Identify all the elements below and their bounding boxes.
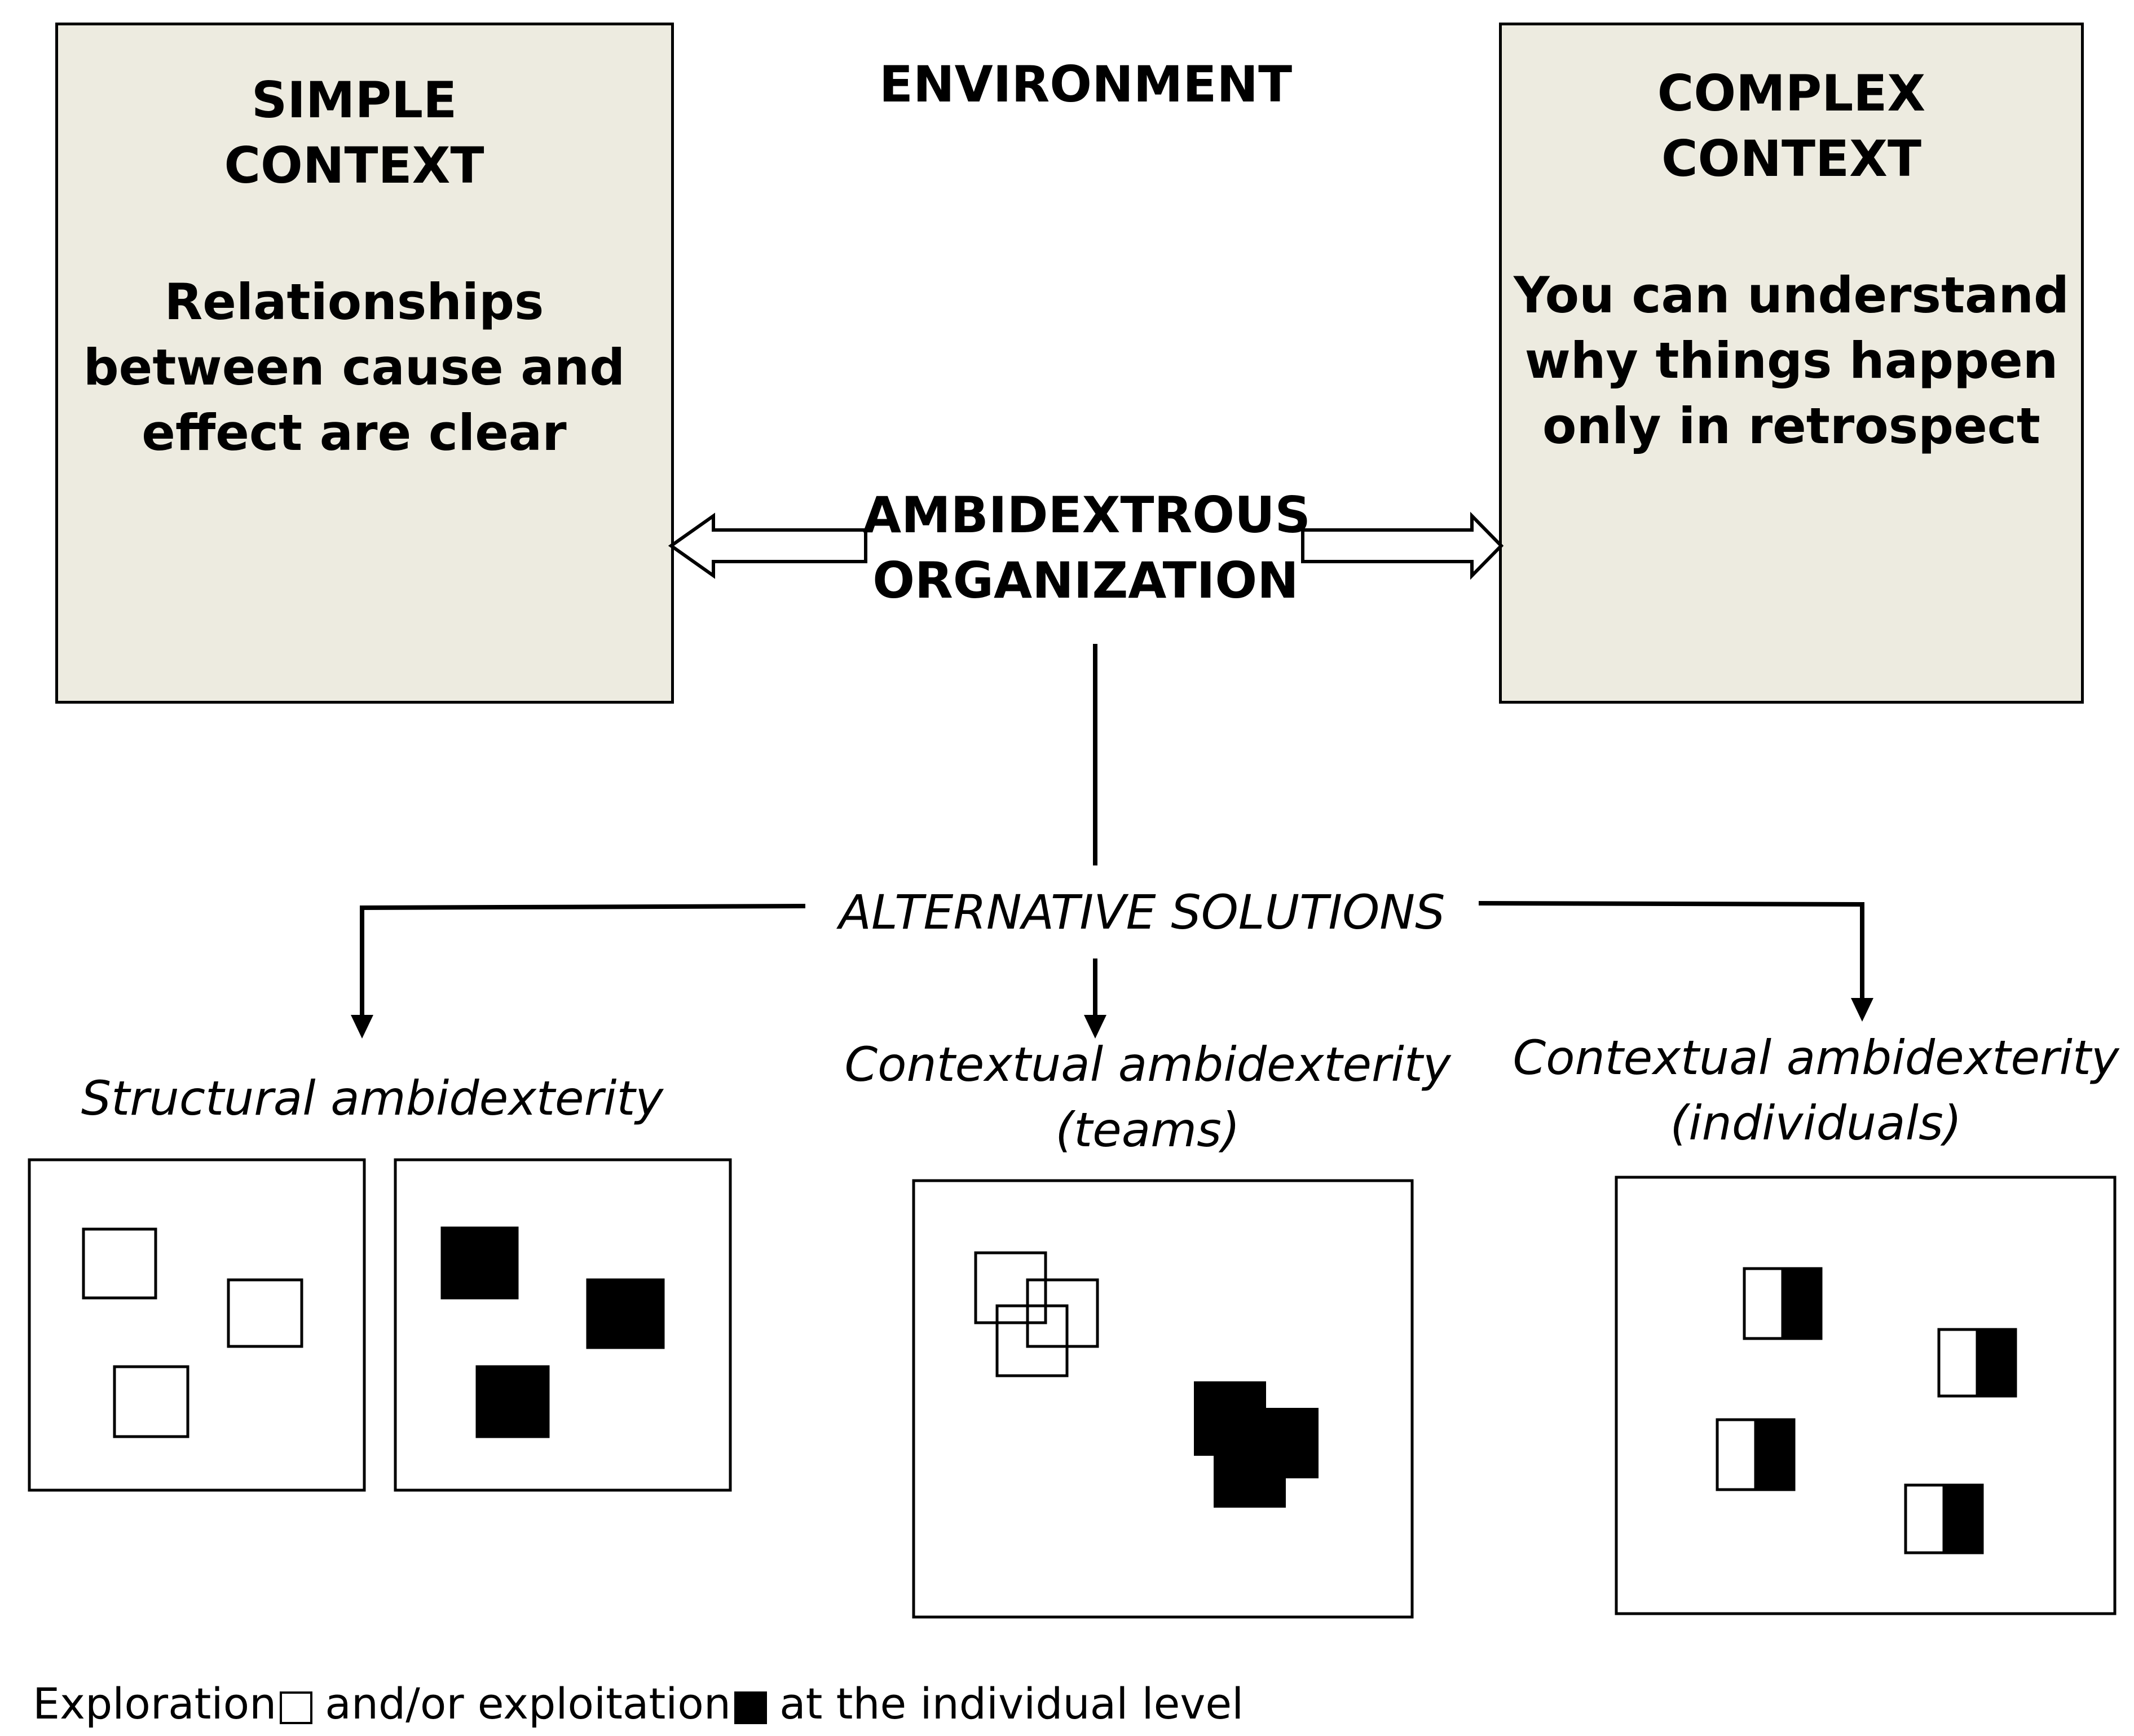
- arrowhead-left: [351, 1015, 373, 1039]
- complex-context-description: You can understand why things happen onl…: [1513, 266, 2070, 455]
- legend-exploitation-square-icon: [734, 1691, 768, 1724]
- legend-exploitation-label: and/or exploitation: [325, 1678, 731, 1729]
- hollow-arrow-right: [1301, 511, 1504, 580]
- alternative-solutions-label: ALTERNATIVE SOLUTIONS: [839, 885, 1445, 940]
- exploitation-square: [440, 1226, 519, 1300]
- ambidextrous-organization-label: AMBIDEXTROUS ORGANIZATION: [863, 486, 1311, 609]
- branch-right-line: [1478, 901, 1864, 998]
- contextual-individuals-label: Contextual ambidexterity (individuals): [1513, 1030, 2119, 1151]
- arrowhead-right: [1851, 998, 1873, 1022]
- environment-title: ENVIRONMENT: [879, 55, 1293, 113]
- legend-exploration-label: Exploration: [33, 1678, 277, 1729]
- teams-unit: [912, 1179, 1414, 1619]
- team-exploration-square: [995, 1304, 1069, 1377]
- exploitation-square: [586, 1278, 665, 1349]
- individual-exploitation-half: [1976, 1328, 2017, 1398]
- individual-exploration-half: [1716, 1418, 1757, 1491]
- exploration-square: [82, 1227, 157, 1300]
- individual-exploitation-half: [1754, 1418, 1796, 1491]
- simple-context-title: SIMPLE CONTEXT: [224, 71, 484, 195]
- individual-exploration-half: [1937, 1328, 1979, 1398]
- individual-exploration-half: [1743, 1267, 1784, 1340]
- legend: Exploration and/or exploitation at the i…: [33, 1672, 1244, 1734]
- individuals-unit: [1615, 1176, 2117, 1615]
- team-exploration-square: [974, 1251, 1047, 1324]
- exploration-square: [113, 1365, 189, 1438]
- team-exploration-square: [1026, 1278, 1099, 1348]
- individual-exploration-half: [1904, 1483, 1946, 1554]
- team-exploitation-square: [1214, 1438, 1286, 1508]
- hollow-arrow-left: [668, 513, 867, 579]
- complex-context-title: COMPLEX CONTEXT: [1657, 64, 1926, 188]
- structural-exploration-unit: [28, 1158, 366, 1492]
- structural-exploitation-unit: [394, 1158, 732, 1492]
- simple-context-box: [55, 23, 674, 704]
- arrowhead-center: [1084, 1015, 1106, 1039]
- contextual-teams-label: Contextual ambidexterity (teams): [844, 1037, 1451, 1158]
- structural-ambidexterity-label: Structural ambidexterity: [81, 1071, 664, 1126]
- simple-context-description: Relationships between cause and effect a…: [83, 273, 625, 462]
- exploitation-square: [475, 1365, 550, 1438]
- legend-level-label: at the individual level: [779, 1678, 1244, 1729]
- individual-exploitation-half: [1781, 1267, 1823, 1340]
- exploration-square: [227, 1278, 303, 1348]
- individual-exploitation-half: [1942, 1483, 1984, 1554]
- legend-exploration-square-icon: [280, 1691, 313, 1724]
- complex-context-box: [1499, 23, 2084, 704]
- branch-left-line: [360, 904, 806, 1015]
